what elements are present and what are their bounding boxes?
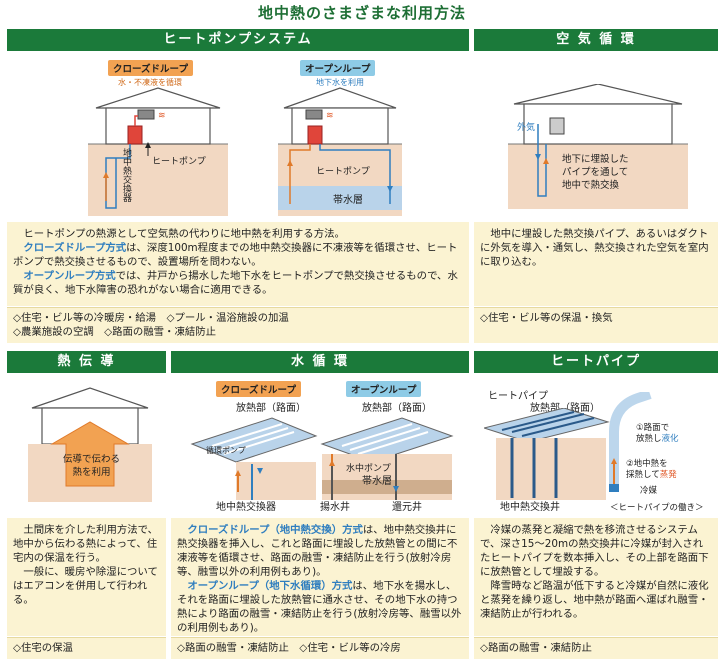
heat-pump-uses-1: ◇住宅・ビル等の冷暖房・給湯 ◇プール・温浴施設の加温 xyxy=(13,312,289,324)
water-circulation-text: クローズドループ（地中熱交換）方式は、地中熱交換井に熱交換器を挿入し、これと路面… xyxy=(171,518,469,636)
heat-pipe-detail-diagram xyxy=(609,392,652,492)
closed-loop-tag: クローズドループ xyxy=(108,60,193,76)
pumping-well-label: 揚水井 xyxy=(320,502,350,513)
conduction-diagram xyxy=(28,387,152,502)
pipe-label: 地下に埋設した パイプを通して 地中で熱交換 xyxy=(562,154,629,191)
open-loop-desc: では、井戸から揚水した地下水をヒートポンプで熱交換させるもので、水質が良く、地下… xyxy=(13,270,458,296)
house-roof xyxy=(95,87,221,109)
water-circulation-header: 水 循 環 xyxy=(171,351,469,373)
step1-label: ①路面で 放熱し液化 xyxy=(636,423,679,444)
heat-pump-header: ヒートポンプシステム xyxy=(7,29,469,51)
radiator-label-1: 放熱部（路面） xyxy=(236,403,306,414)
open-loop-tag: オープンループ xyxy=(300,60,376,76)
air-circulation-uses: ◇住宅・ビル等の保温・換気 xyxy=(474,307,718,343)
closed-heatpump-label: ヒートポンプ xyxy=(152,157,206,167)
heat-exchange-well-label: 地中熱交換井 xyxy=(500,502,560,513)
heat-pipe-header: ヒートパイプ xyxy=(474,351,718,373)
conduction-header: 熱 伝 導 xyxy=(7,351,166,373)
water-pump-label: 水中ポンプ xyxy=(346,464,391,474)
water-closed-tag: クローズドループ xyxy=(216,381,301,397)
closed-exchanger-label: 地中熱交換器 xyxy=(121,148,131,202)
heatpipe-label: ヒートパイプ xyxy=(488,391,548,402)
heat-pipe-diagram xyxy=(484,408,610,500)
refrigerant-label: 冷媒 xyxy=(640,486,658,496)
water-exchanger-label: 地中熱交換器 xyxy=(216,502,276,513)
heat-pipe-text: 冷媒の蒸発と凝縮で熱を移流させるシステムで、深さ15～20mの熱交換井に冷媒が封… xyxy=(474,518,718,636)
water-aquifer-label: 帯水層 xyxy=(362,476,392,487)
open-heatpump-label: ヒートポンプ xyxy=(316,167,370,177)
heat-pump-uses: ◇住宅・ビル等の冷暖房・給湯 ◇プール・温浴施設の加温 ◇農業施設の空調 ◇路面… xyxy=(7,307,469,343)
heat-pipe-uses: ◇路面の融雪・凍結防止 xyxy=(474,637,718,659)
return-well-label: 還元井 xyxy=(392,502,422,513)
ground-layer xyxy=(88,144,228,216)
air-circulation-diagram xyxy=(508,84,688,209)
circulation-pump-label: 循環ポンプ xyxy=(206,446,246,455)
closed-loop-sub: 水・不凍液を循環 xyxy=(118,78,182,87)
step2-label: ②地中熱を 採熱して蒸発 xyxy=(626,459,677,480)
heat-pump-intro: ヒートポンプの熱源として空気熱の代わりに地中熱を利用する方法。 xyxy=(23,228,345,240)
air-circulation-text: 地中に埋設した熱交換パイプ、あるいはダクトに外気を導入・通気し、熱交換された空気… xyxy=(474,222,718,306)
heat-pump-text: ヒートポンプの熱源として空気熱の代わりに地中熱を利用する方法。 クローズドループ… xyxy=(7,222,469,306)
open-loop-diagram: ≋ xyxy=(278,87,402,216)
closed-loop-highlight: クローズドループ方式 xyxy=(23,242,127,254)
air-circulation-header: 空 気 循 環 xyxy=(474,29,718,51)
aquifer-layer xyxy=(278,186,402,210)
svg-text:≋: ≋ xyxy=(158,111,166,121)
outside-air-label: 外気 xyxy=(517,123,536,133)
aquifer-label: 帯水層 xyxy=(333,195,363,206)
water-circulation-uses: ◇路面の融雪・凍結防止 ◇住宅・ビル等の冷房 xyxy=(171,637,469,659)
heatpipe-caption: ＜ヒートパイプの働き＞ xyxy=(610,503,704,513)
water-circulation-diagram xyxy=(190,417,454,500)
radiator-label-2: 放熱部（路面） xyxy=(362,403,432,414)
open-loop-sub: 地下水を利用 xyxy=(316,78,364,87)
closed-loop-desc: は、深度100m程度までの地中熱交換器に不凍液等を循環させ、ヒートポンプで熱交換… xyxy=(13,242,458,268)
open-loop-highlight: オープンループ方式 xyxy=(23,270,116,282)
closed-loop-diagram: ≋ xyxy=(88,87,228,216)
water-open-tag: オープンループ xyxy=(346,381,422,397)
heat-pump-unit xyxy=(127,125,143,145)
svg-text:≋: ≋ xyxy=(326,111,334,121)
conduction-text: 土間床を介した利用方法で、地中から伝わる熱によって、住宅内の保温を行う。 一般に… xyxy=(7,518,166,636)
page-title: 地中熱のさまざまな利用方法 xyxy=(257,4,466,22)
heat-pump-uses-2: ◇農業施設の空調 ◇路面の融雪・凍結防止 xyxy=(13,326,217,338)
conduction-label: 伝導で伝わる 熱を利用 xyxy=(63,454,121,478)
house-body xyxy=(105,107,211,145)
conduction-uses: ◇住宅の保温 xyxy=(7,637,166,659)
